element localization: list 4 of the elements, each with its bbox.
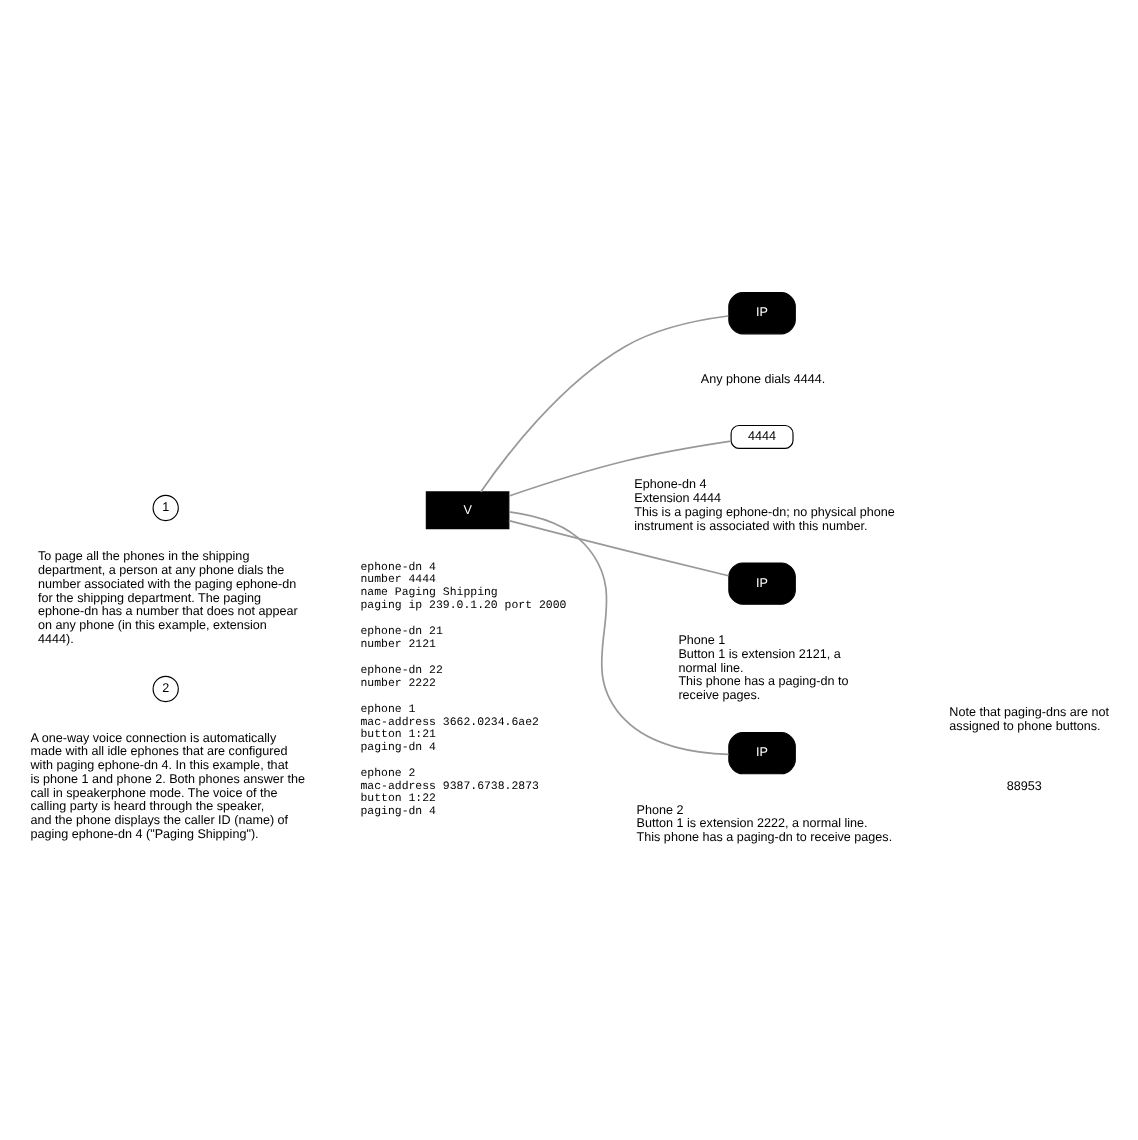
connector xyxy=(508,510,730,755)
connector xyxy=(508,518,730,576)
connector xyxy=(508,439,732,496)
connector xyxy=(480,314,730,492)
